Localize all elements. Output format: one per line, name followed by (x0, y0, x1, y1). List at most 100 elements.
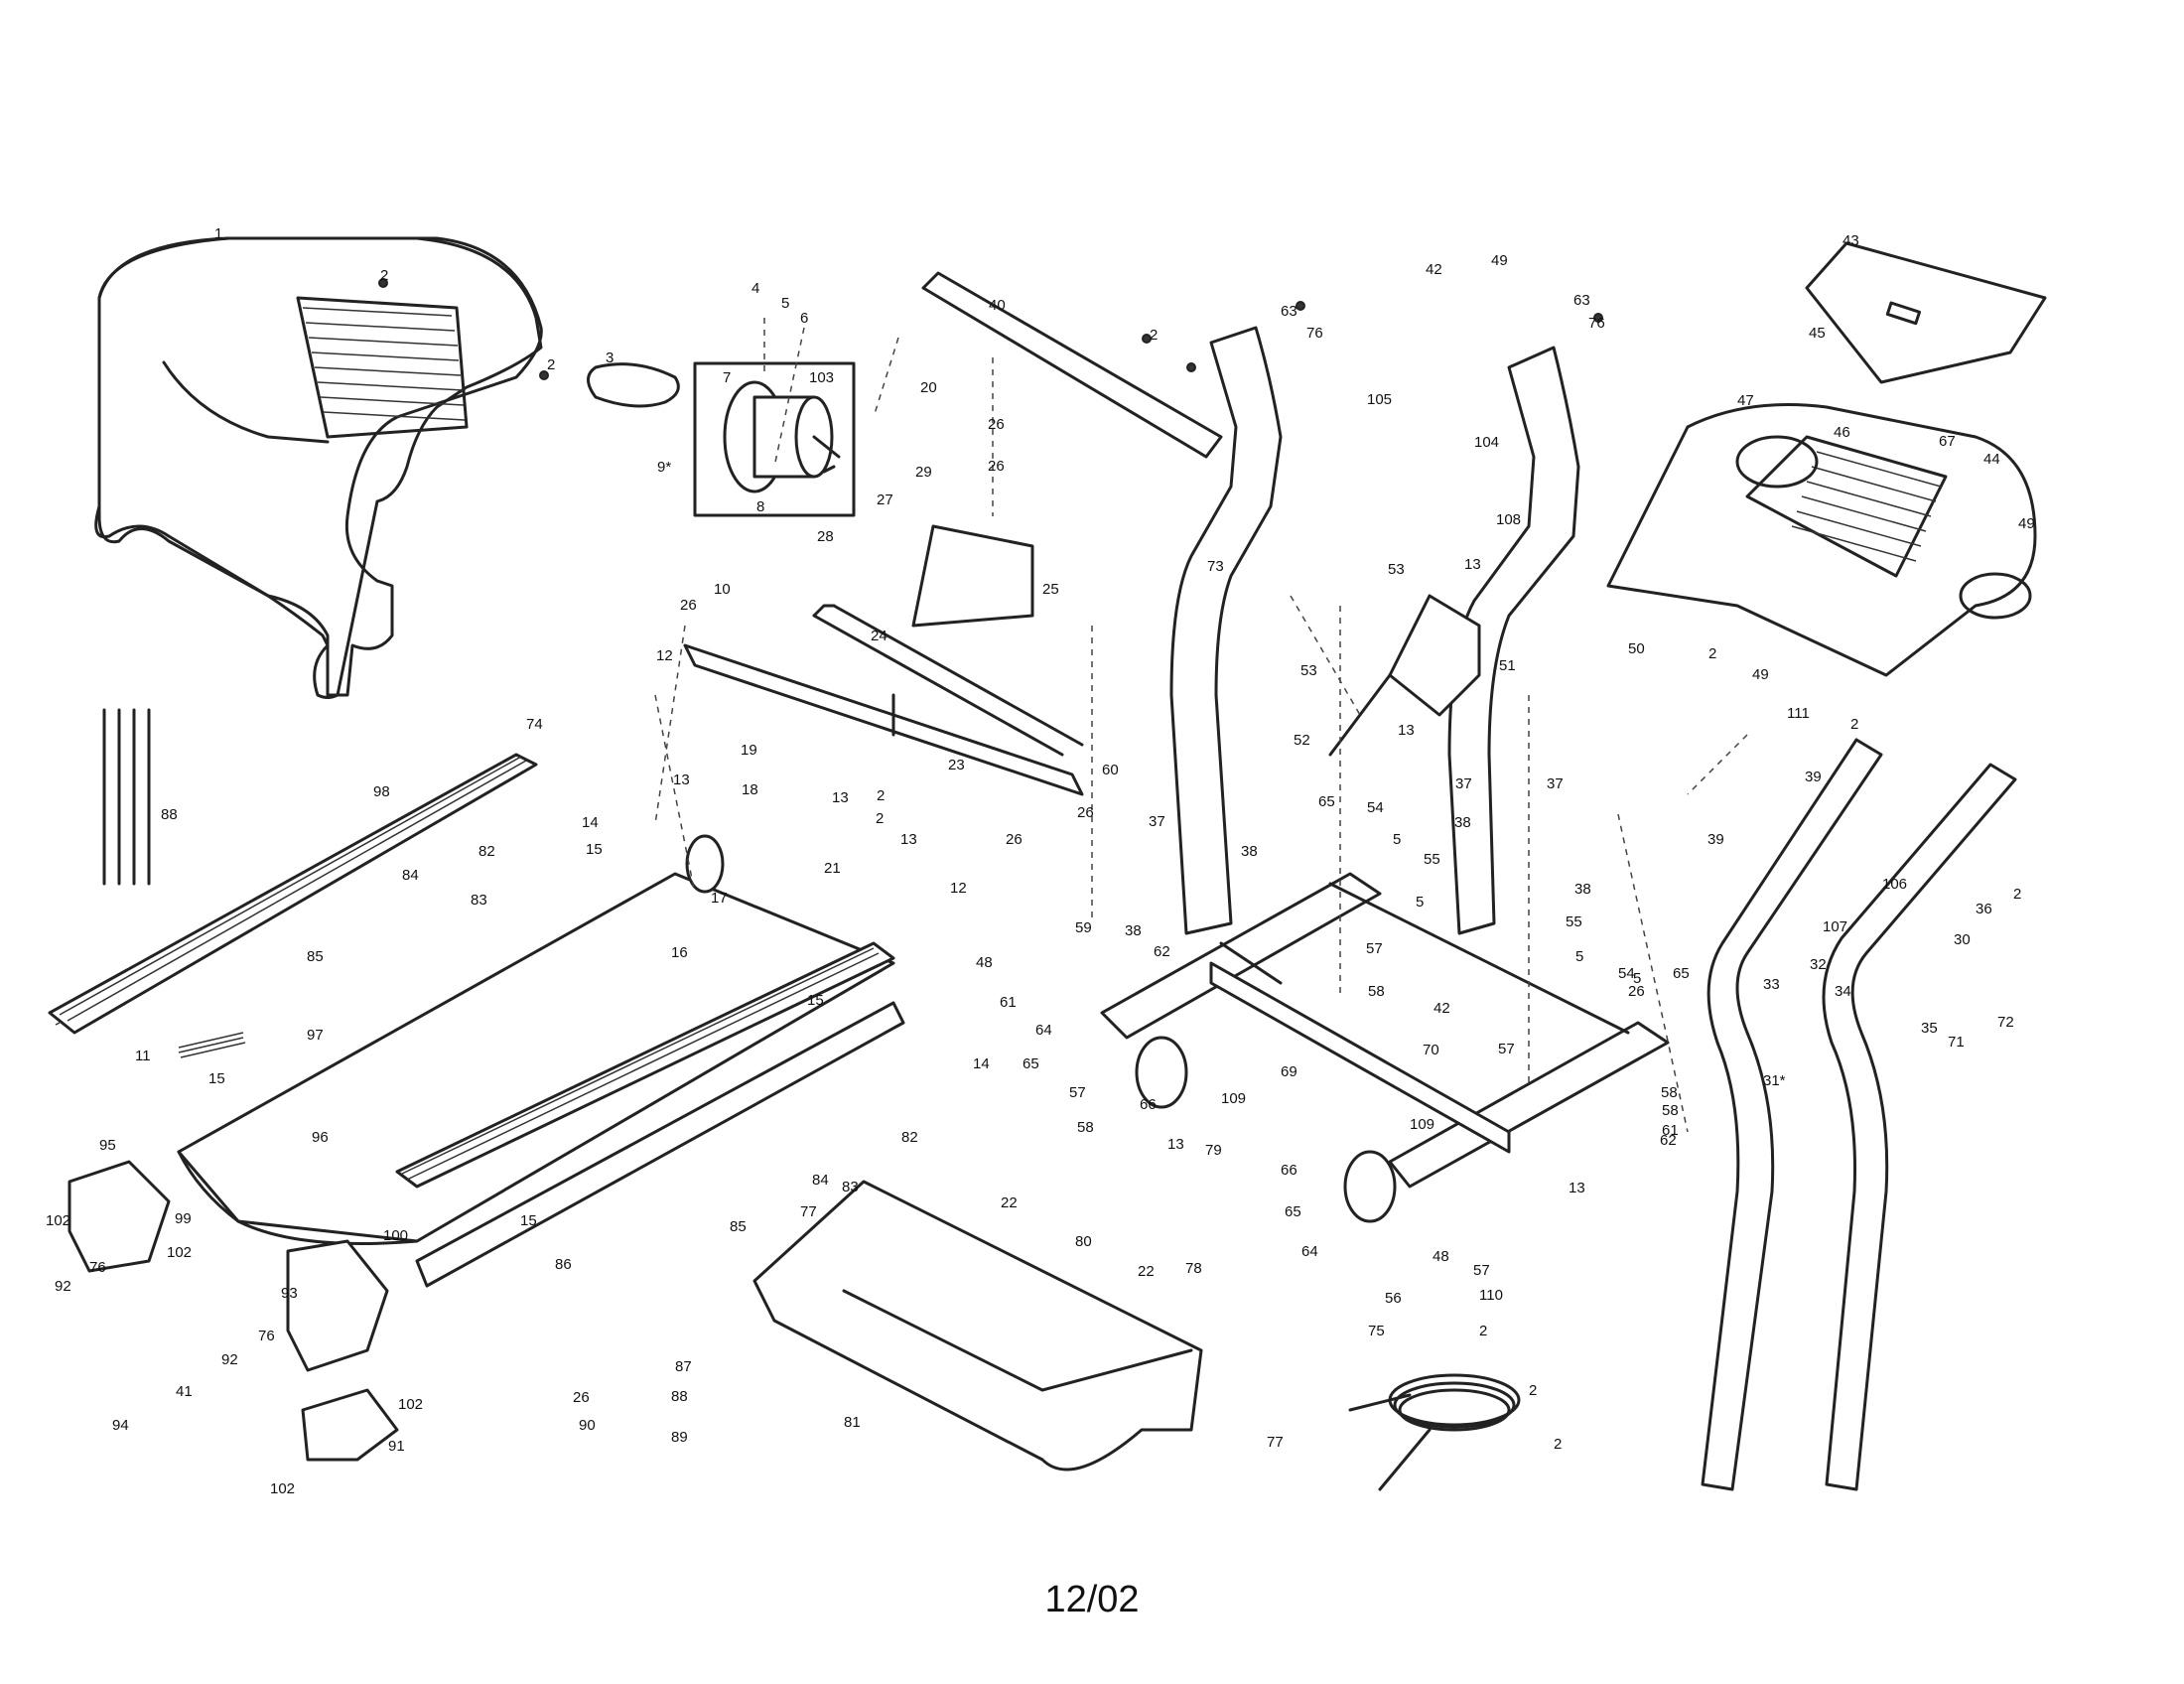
callout: 65 (1318, 793, 1335, 810)
callout: 24 (871, 628, 887, 644)
callout: 31* (1763, 1072, 1786, 1089)
callout: 5 (1633, 970, 1641, 987)
hardware-screws (378, 278, 1603, 380)
callout: 54 (1618, 965, 1635, 982)
callout: 26 (988, 416, 1005, 433)
callout: 33 (1763, 976, 1780, 993)
callout: 62 (1660, 1132, 1677, 1149)
callout: 11 (135, 1048, 151, 1064)
crossbar-part (921, 271, 1223, 459)
callout: 2 (547, 356, 555, 373)
callout: 26 (680, 597, 697, 614)
callout: 7 (723, 369, 731, 386)
callout: 107 (1823, 918, 1847, 935)
callout: 86 (555, 1256, 572, 1273)
callout: 49 (1491, 252, 1508, 269)
callout: 62 (1154, 943, 1170, 960)
callout: 13 (673, 772, 690, 788)
callout: 49 (2018, 515, 2035, 532)
callout: 63 (1573, 292, 1590, 309)
callout: 102 (398, 1396, 423, 1413)
callout: 61 (1000, 994, 1017, 1011)
callout: 73 (1207, 558, 1224, 575)
callout: 66 (1281, 1162, 1297, 1179)
callout: 98 (373, 783, 390, 800)
callout: 102 (270, 1480, 295, 1497)
callout: 27 (877, 491, 893, 508)
callout: 12 (950, 880, 967, 897)
callout: 13 (1167, 1136, 1184, 1153)
callout: 21 (824, 860, 841, 877)
callout: 58 (1077, 1119, 1094, 1136)
callout: 74 (526, 716, 543, 733)
assembly-lines (654, 318, 1748, 1133)
callout: 13 (900, 831, 917, 848)
callout: 5 (781, 295, 789, 312)
console-base-part (1606, 403, 2037, 677)
callout: 63 (1281, 303, 1297, 320)
callout: 38 (1241, 843, 1258, 860)
callout: 75 (1368, 1323, 1385, 1339)
wheel-right-part (1343, 1150, 1397, 1223)
side-rail-left-part (48, 753, 538, 1035)
callout: 40 (989, 297, 1006, 314)
callout: 2 (1529, 1382, 1537, 1399)
callout: 54 (1367, 799, 1384, 816)
callout: 60 (1102, 762, 1119, 778)
callout: 90 (579, 1417, 596, 1434)
callout: 88 (161, 806, 178, 823)
callout: 65 (1673, 965, 1690, 982)
callout: 57 (1473, 1262, 1490, 1279)
callout: 13 (1464, 556, 1481, 573)
callout: 2 (1554, 1436, 1562, 1453)
callout: 77 (1267, 1434, 1284, 1451)
callout: 69 (1281, 1063, 1297, 1080)
callout: 83 (842, 1179, 859, 1195)
callout: 38 (1125, 922, 1142, 939)
callout: 92 (221, 1351, 238, 1368)
callout: 84 (812, 1172, 829, 1189)
callout: 2 (1479, 1323, 1487, 1339)
callout: 72 (1997, 1014, 2014, 1031)
callout: 109 (1410, 1116, 1434, 1133)
callout: 96 (312, 1129, 329, 1146)
callout: 13 (832, 789, 849, 806)
callout: 39 (1805, 769, 1822, 785)
callout: 76 (258, 1328, 275, 1344)
callout: 83 (471, 892, 487, 909)
treadmill-deck-part (177, 834, 905, 1288)
callout: 42 (1433, 1000, 1450, 1017)
callout: 76 (89, 1259, 106, 1276)
callout: 47 (1737, 392, 1754, 409)
callout: 5 (1393, 831, 1401, 848)
callout: 109 (1221, 1090, 1246, 1107)
callout: 65 (1023, 1055, 1039, 1072)
callout: 92 (55, 1278, 71, 1295)
callout: 26 (573, 1389, 590, 1406)
callout: 15 (520, 1212, 537, 1229)
callout: 102 (167, 1244, 192, 1261)
callout: 41 (176, 1383, 193, 1400)
callout: 19 (741, 742, 757, 759)
callout: 104 (1474, 434, 1499, 451)
base-frame-part (1100, 872, 1670, 1189)
callout: 2 (876, 810, 884, 827)
callout: 59 (1075, 919, 1092, 936)
callout: 2 (877, 787, 885, 804)
end-cap-right-part (286, 1239, 389, 1372)
callout: 6 (800, 310, 808, 327)
callout: 55 (1566, 913, 1582, 930)
callout: 36 (1976, 901, 1992, 917)
callout: 100 (383, 1227, 408, 1244)
callout: 80 (1075, 1233, 1092, 1250)
callout: 2 (2013, 886, 2021, 903)
callout: 85 (307, 948, 324, 965)
callout: 110 (1479, 1287, 1503, 1304)
callout: 16 (671, 944, 688, 961)
callout: 2 (1150, 327, 1158, 344)
drive-motor-part (693, 361, 856, 517)
callout: 84 (402, 867, 419, 884)
callout: 13 (1569, 1180, 1585, 1196)
console-cover-part (1805, 241, 2047, 384)
callout: 13 (1398, 722, 1415, 739)
